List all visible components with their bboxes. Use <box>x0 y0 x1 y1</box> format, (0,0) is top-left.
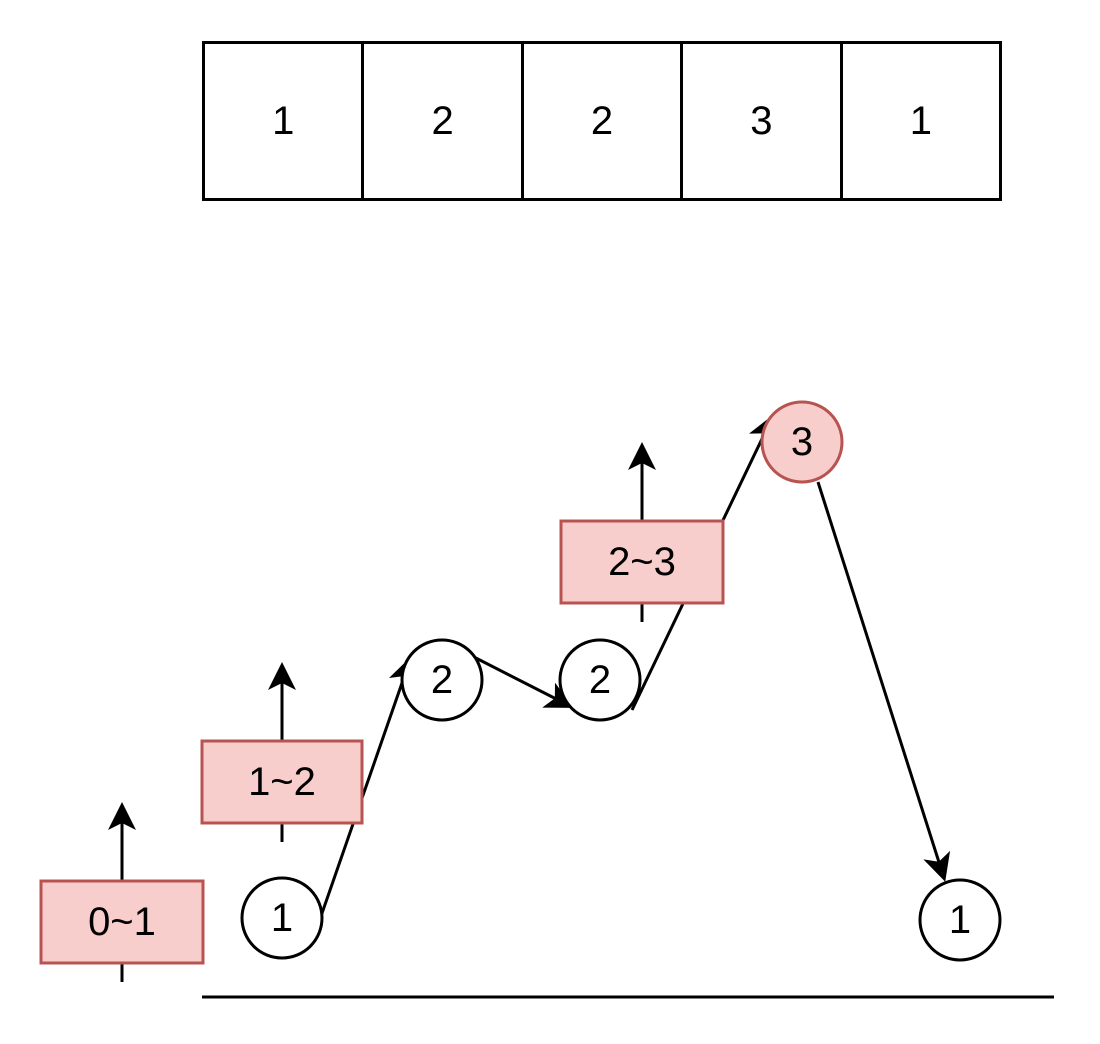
range-label: 1~2 <box>248 760 316 804</box>
node-circle: 1 <box>240 876 324 960</box>
range-label: 0~1 <box>88 900 156 944</box>
range-box-1: 1~2 <box>200 739 364 825</box>
array-cell: 2 <box>364 44 524 198</box>
array-cell: 1 <box>205 44 365 198</box>
array-row: 1 2 2 3 1 <box>202 41 1002 201</box>
node-label: 3 <box>791 420 813 464</box>
range-box-0: 0~1 <box>39 879 205 965</box>
array-cell: 3 <box>683 44 843 198</box>
edge-arrow <box>469 653 574 708</box>
node-circle: 2 <box>558 638 642 722</box>
node-circle: 2 <box>400 638 484 722</box>
array-cell: 2 <box>524 44 684 198</box>
node-circle-highlight: 3 <box>760 400 844 484</box>
edge-arrow <box>816 481 951 882</box>
node-label: 2 <box>431 658 453 702</box>
range-box-2: 2~3 <box>559 519 725 605</box>
array-cell: 1 <box>909 98 932 143</box>
range-label: 2~3 <box>608 540 676 584</box>
node-circle: 1 <box>918 878 1002 962</box>
node-label: 1 <box>949 898 971 942</box>
node-label: 1 <box>271 896 293 940</box>
node-label: 2 <box>589 658 611 702</box>
